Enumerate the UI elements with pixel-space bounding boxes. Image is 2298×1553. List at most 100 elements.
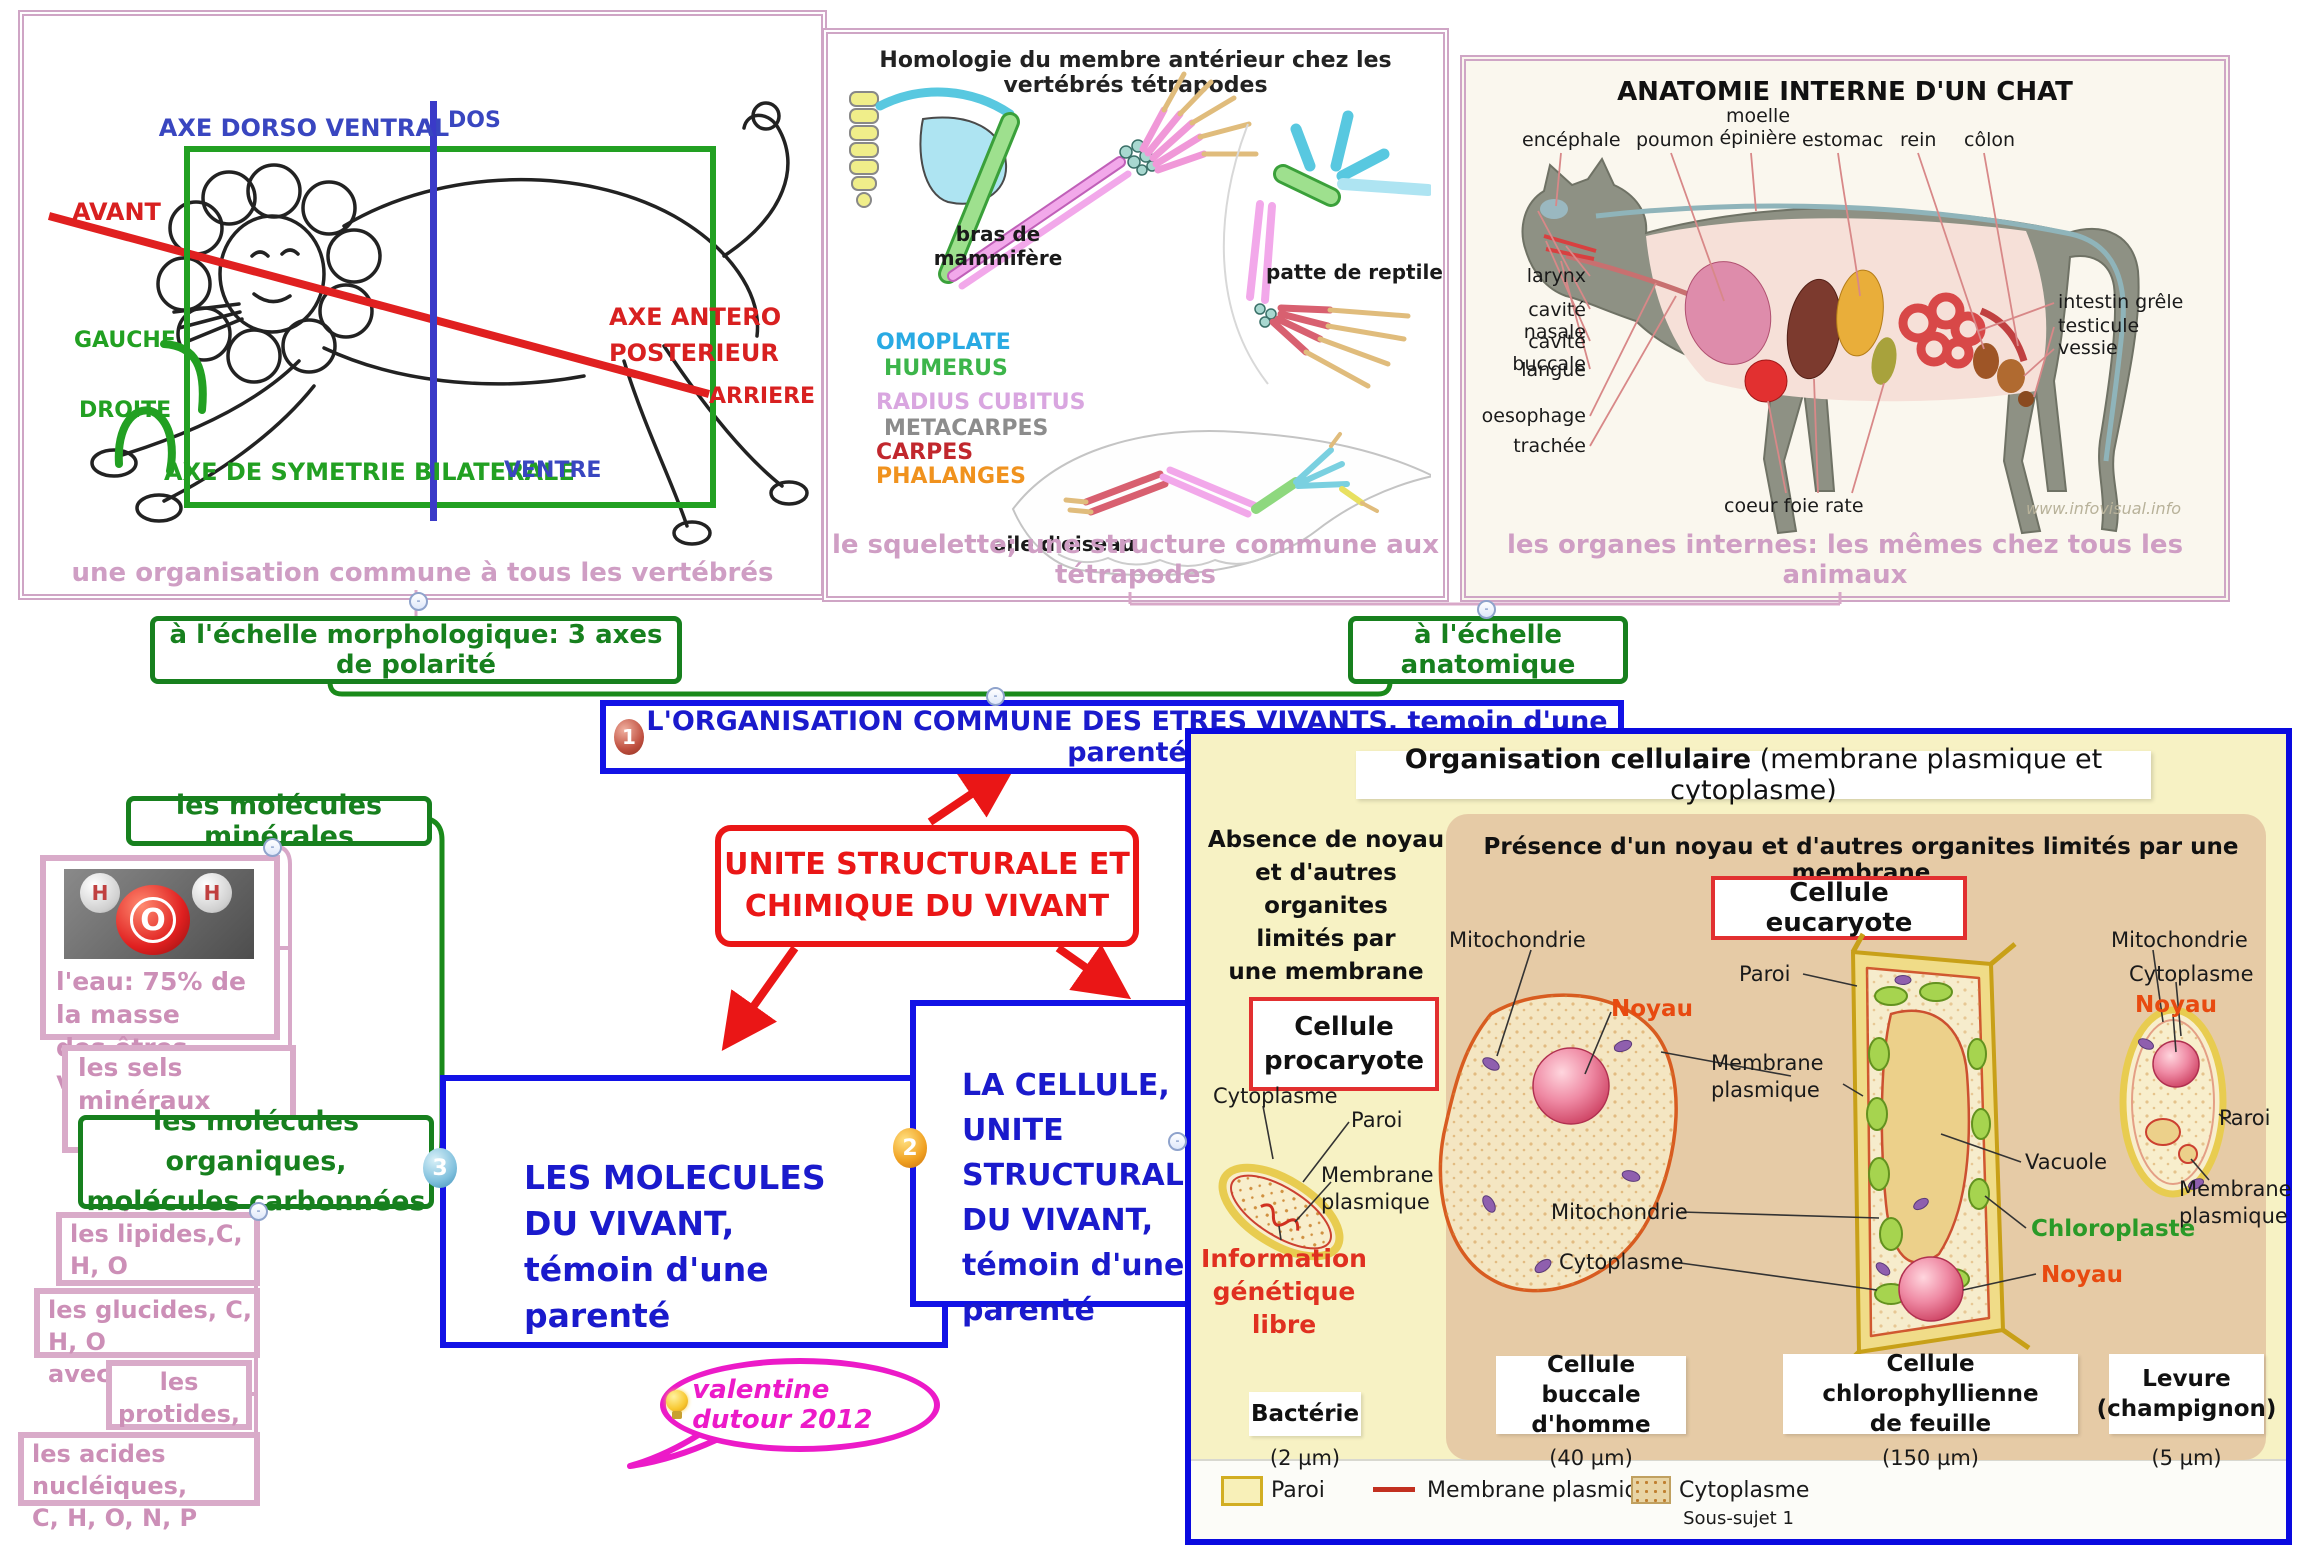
collapse-icon[interactable]: - xyxy=(409,592,428,611)
bone-legend-metacarpes: METACARPES xyxy=(884,416,1049,441)
legend-membrane-swatch xyxy=(1373,1487,1415,1492)
signature-text: valentine dutour 2012 xyxy=(692,1375,873,1435)
collapse-icon[interactable]: - xyxy=(263,838,282,857)
type-chlorophyllienne-box: Cellule chlorophyllienne de feuille xyxy=(1783,1351,2078,1437)
bone-legend-carpes: CARPES xyxy=(876,440,974,465)
cell-header-bold: Organisation cellulaire xyxy=(1404,744,1752,775)
bacterium-paroi-label: Paroi xyxy=(1351,1108,1403,1132)
hydrogen-atom: H xyxy=(80,873,120,913)
absence-text: Absence de noyau et d'autres organites l… xyxy=(1207,827,1445,985)
center-mitochondrie-label: Mitochondrie xyxy=(1551,1200,1688,1224)
skeleton-panel: Homologie du membre antérieur chez les v… xyxy=(822,28,1449,602)
dorso-ventral-axis-line xyxy=(430,101,437,521)
plant-chloroplaste-label: Chloroplaste xyxy=(2031,1216,2196,1242)
cat-label-larynx: larynx xyxy=(1526,265,1586,287)
hydrogen-atom: H xyxy=(192,873,232,913)
plant-vacuole-label: Vacuole xyxy=(2025,1150,2108,1174)
unite-title: UNITE STRUCTURALE ET CHIMIQUE DU VIVANT xyxy=(724,847,1130,924)
node-cellule-text: LA CELLULE, UNITE STRUCTURALE DU VIVANT,… xyxy=(962,1068,1205,1328)
cat-watermark: www.infovisual.info xyxy=(2026,499,2182,518)
node-molecules-badge: 3 xyxy=(423,1148,457,1188)
procaryote-title-box: Cellule procaryote xyxy=(1249,997,1439,1091)
type-bacterie-box: Bactérie xyxy=(1249,1392,1361,1436)
cat-drawing xyxy=(1521,152,2140,535)
cat-label-colon: côlon xyxy=(1964,129,2016,151)
bacterium-info-label: Information génétique libre xyxy=(1201,1244,1367,1339)
gauche-label: GAUCHE xyxy=(74,328,176,353)
cat-panel: ANATOMIE INTERNE D'UN CHAT xyxy=(1460,55,2230,602)
scale-anatomique-label: à l'échelle anatomique xyxy=(1400,620,1576,680)
bilateral-symmetry-frame xyxy=(184,146,716,508)
lightbulb-icon xyxy=(666,1390,688,1420)
axis-dorso-label: AXE DORSO VENTRAL xyxy=(158,114,450,142)
skeleton-title: Homologie du membre antérieur chez les v… xyxy=(879,48,1392,98)
cell-panel-white-strip xyxy=(1191,1459,2286,1539)
molecules-minerales-box[interactable]: les molécules minérales xyxy=(126,790,432,852)
lion-caption: une organisation commune à tous les vert… xyxy=(71,558,774,588)
collapse-icon[interactable]: - xyxy=(986,687,1005,706)
skeleton-caption: le squelette; une structure commune aux … xyxy=(831,530,1440,590)
node-cellule-badge: 2 xyxy=(893,1128,927,1168)
scale-anatomique-box[interactable]: à l'échelle anatomique xyxy=(1348,616,1628,684)
yeast-membrane-label: Membrane plasmique xyxy=(2179,1177,2292,1228)
yeast-mitochondrie-label: Mitochondrie xyxy=(2111,928,2248,952)
cat-label-poumon: poumon xyxy=(1636,129,1714,151)
acides-box[interactable]: les acides nucléiques, C, H, O, N, P xyxy=(18,1432,260,1532)
collapse-icon[interactable]: - xyxy=(249,1202,268,1221)
cat-label-langue: langue xyxy=(1521,359,1586,381)
dos-label: DOS xyxy=(448,108,501,133)
bone-legend-phalanges: PHALANGES xyxy=(876,464,1026,489)
yeast-noyau-label: Noyau xyxy=(2135,992,2217,1018)
scale-morphologique-box[interactable]: à l'échelle morphologique: 3 axes de pol… xyxy=(150,616,682,684)
cat-label-cavite-buccale: cavité buccale xyxy=(1512,331,1586,375)
plant-noyau-label: Noyau xyxy=(2041,1262,2123,1288)
cat-caption: les organes internes: les mêmes chez tou… xyxy=(1506,530,2184,590)
water-molecule-image: H H O xyxy=(64,869,254,959)
legend-paroi-swatch xyxy=(1221,1476,1263,1506)
legend-cytoplasme-swatch xyxy=(1631,1476,1671,1504)
cell-header: Organisation cellulaire (membrane plasmi… xyxy=(1356,744,2151,806)
cat-label-oesophage: oesophage xyxy=(1481,405,1586,427)
scale-morphologique-label: à l'échelle morphologique: 3 axes de pol… xyxy=(169,620,663,680)
collapse-icon[interactable]: - xyxy=(1168,1132,1187,1151)
droite-label: DROITE xyxy=(79,398,172,423)
lion-panel: AXE DORSO VENTRAL DOS AVANT AXE ANTERO P… xyxy=(18,10,827,600)
cat-label-testicule: testicule xyxy=(2058,315,2140,337)
legend-cytoplasme-label: Cytoplasme xyxy=(1679,1478,1810,1503)
plant-paroi-label: Paroi xyxy=(1739,962,1791,986)
legend-paroi-label: Paroi xyxy=(1271,1478,1325,1503)
type-levure-scale: (5 µm) xyxy=(2151,1446,2222,1470)
cell-panel: Organisation cellulaire (membrane plasmi… xyxy=(1185,728,2292,1545)
type-chlorophyllienne-scale: (150 µm) xyxy=(1882,1446,1979,1470)
glucides-box[interactable]: les glucides, C, H, O avec C = O xyxy=(34,1288,260,1388)
bone-legend-omoplate: OMOPLATE xyxy=(876,330,1011,355)
protides-box[interactable]: les protides, C, H, O, N xyxy=(106,1360,252,1460)
cat-label-rein: rein xyxy=(1900,129,1937,151)
cat-label-cavite-nasale: cavité nasale xyxy=(1523,299,1586,343)
reptile-leg-label: patte de reptile xyxy=(1266,260,1443,284)
skeleton-drawing xyxy=(849,71,1431,577)
bacterium-cytoplasme-label: Cytoplasme xyxy=(1213,1084,1338,1108)
mammal-arm-label: bras de mammifère xyxy=(933,222,1063,270)
node-cellule-box[interactable]: LA CELLULE, UNITE STRUCTURALE DU VIVANT,… xyxy=(910,1000,1224,1328)
cat-label-intestin: intestin grêle xyxy=(2058,291,2184,313)
cell-subtitle: Sous-sujet 1 xyxy=(1683,1508,1794,1529)
molecules-organiques-label: les molécules organiques, molécules carb… xyxy=(86,1106,426,1217)
arriere-label: ARRIERE xyxy=(709,384,816,409)
collapse-icon[interactable]: - xyxy=(1477,600,1496,619)
node-molecules-box[interactable]: LES MOLECULES DU VIVANT, témoin d'une pa… xyxy=(440,1075,948,1348)
cat-title: ANATOMIE INTERNE D'UN CHAT xyxy=(1617,77,2073,107)
type-buccale-scale: (40 µm) xyxy=(1549,1446,1633,1470)
unite-box[interactable]: UNITE STRUCTURALE ET CHIMIQUE DU VIVANT xyxy=(715,825,1139,947)
cat-label-vessie: vessie xyxy=(2058,337,2118,359)
molecules-organiques-box[interactable]: les molécules organiques, molécules carb… xyxy=(78,1106,434,1217)
avant-label: AVANT xyxy=(72,198,161,226)
lipides-box[interactable]: les lipides,C, H, O avec C>O xyxy=(56,1212,260,1312)
signature-bubble: valentine dutour 2012 xyxy=(660,1358,940,1452)
buccal-mitochondrie-label: Mitochondrie xyxy=(1449,928,1586,952)
cat-label-trachee: trachée xyxy=(1513,435,1586,457)
eucaryote-title-box: Cellule eucaryote xyxy=(1711,876,1967,940)
type-levure-box: Levure (champignon) xyxy=(2097,1354,2276,1434)
eau-box[interactable]: H H O l'eau: 75% de la masse des êtres v… xyxy=(40,855,280,1095)
